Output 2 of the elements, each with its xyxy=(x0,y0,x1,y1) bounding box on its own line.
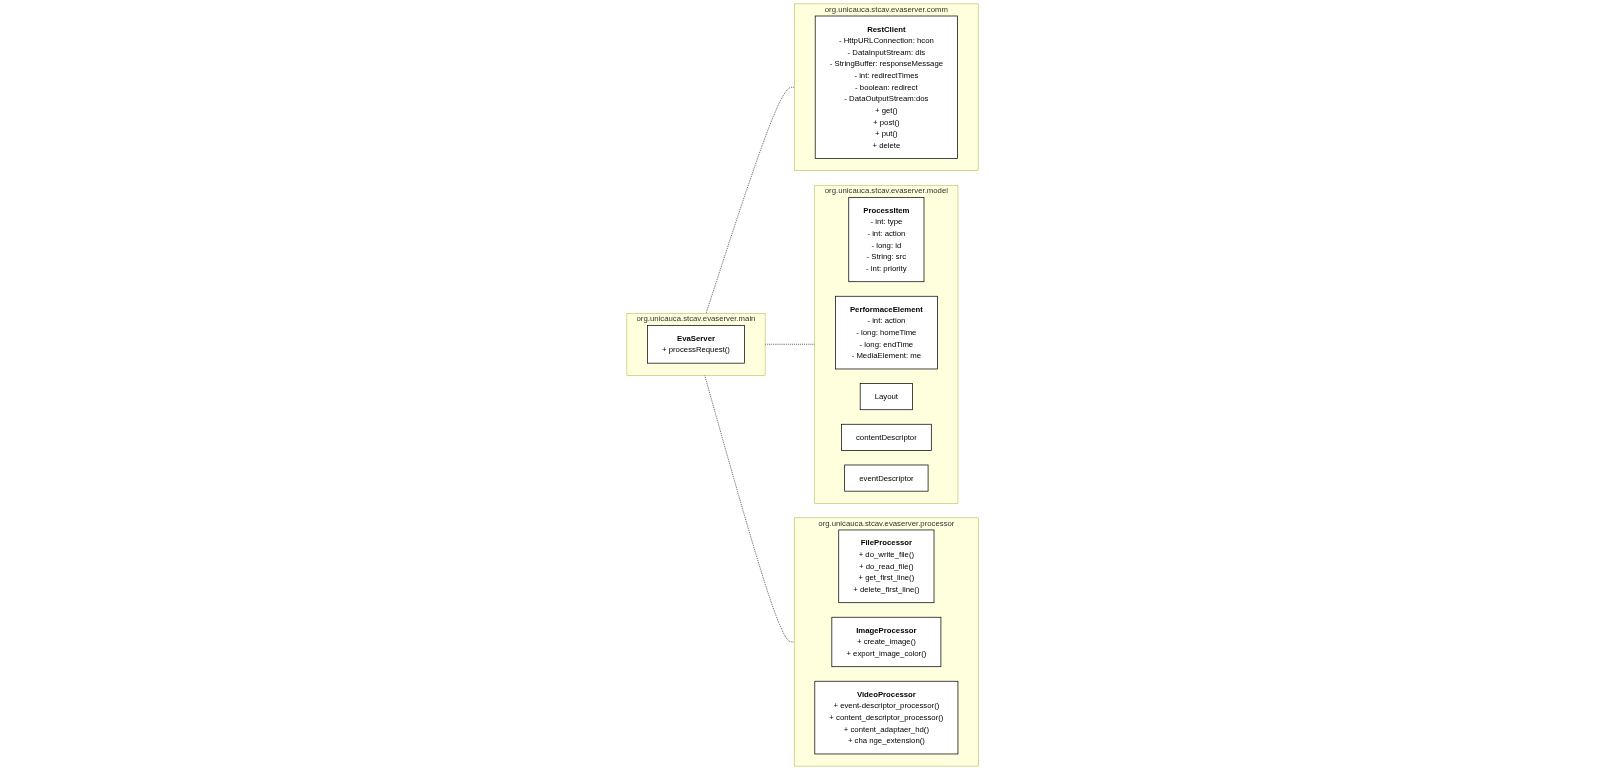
connector xyxy=(706,86,796,314)
connector xyxy=(704,374,795,643)
